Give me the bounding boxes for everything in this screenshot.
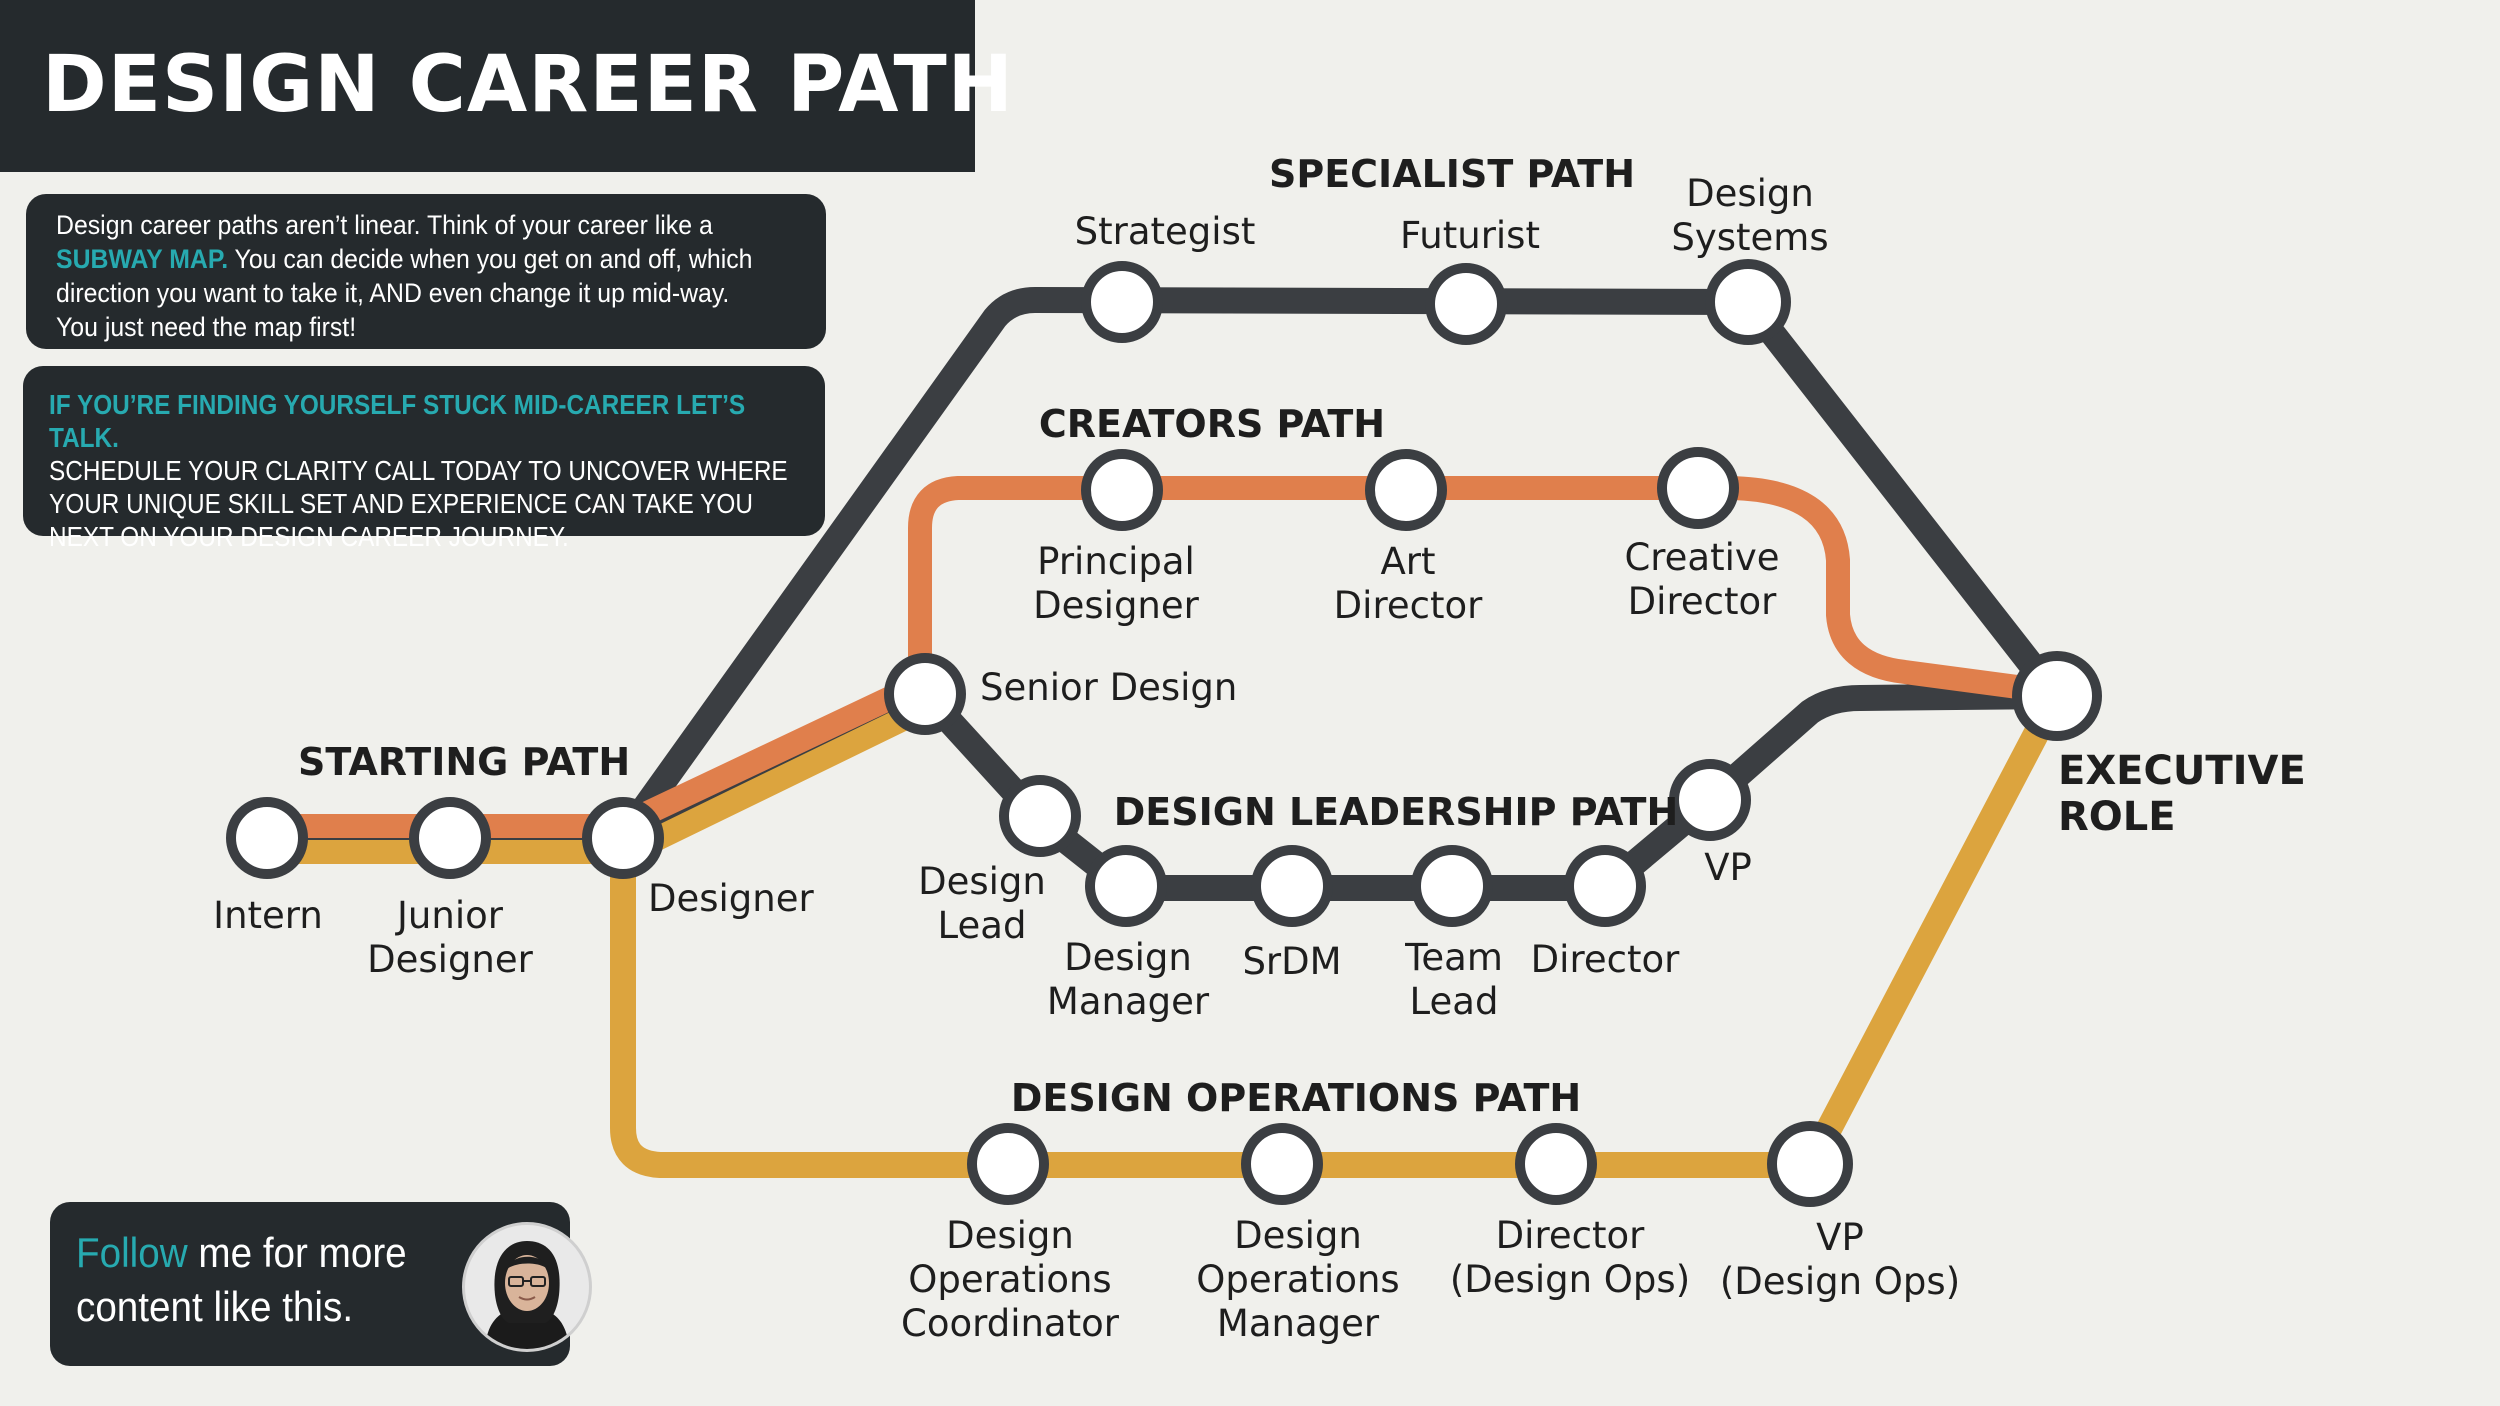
station-label-ops-vp: VP (Design Ops) [1719, 1216, 1961, 1303]
leadership-path-title: DESIGN LEADERSHIP PATH [1113, 790, 1679, 834]
starting-path-title: STARTING PATH [298, 740, 631, 784]
station-futurist [1425, 263, 1507, 345]
station-label-ops-director: Director (Design Ops) [1449, 1214, 1691, 1301]
station-director [1564, 845, 1646, 927]
station-label-junior-designer: Junior Designer [367, 894, 533, 981]
station-label-ops-coordinator: Design Operations Coordinator [901, 1214, 1119, 1345]
title-banner: DESIGN CAREER PATH [0, 0, 1013, 172]
follow-highlight: Follow [76, 1229, 188, 1276]
station-ops-coordinator [967, 1123, 1049, 1205]
person-photo-icon[interactable] [462, 1222, 592, 1352]
station-label-vp: VP [1704, 846, 1752, 889]
station-label-design-manager: Design Manager [1046, 936, 1210, 1023]
station-junior-designer [409, 797, 491, 879]
station-design-systems [1705, 259, 1791, 345]
station-intern [226, 797, 308, 879]
station-design-manager [1085, 845, 1167, 927]
follow-text-1: me for more [187, 1229, 407, 1276]
follow-card[interactable]: Follow me for more content like this. [50, 1202, 592, 1366]
station-label-strategist: Strategist [1074, 210, 1256, 253]
stations [226, 259, 2102, 1207]
station-vp [1669, 759, 1751, 841]
specialist-line [610, 287, 2068, 851]
specialist-path-title: SPECIALIST PATH [1268, 152, 1636, 196]
creators-line [255, 476, 2067, 838]
cta-card: IF YOU’RE FINDING YOURSELF STUCK MID-CAR… [23, 366, 825, 552]
station-label-design-systems: Design Systems [1671, 172, 1829, 259]
page-title: DESIGN CAREER PATH [42, 40, 1014, 130]
station-label-ops-manager: Design Operations Manager [1196, 1214, 1400, 1345]
intro-highlight: SUBWAY MAP. [56, 244, 229, 274]
station-executive-role [2012, 651, 2102, 741]
station-design-lead [999, 775, 1081, 857]
station-label-director: Director [1530, 938, 1680, 981]
station-label-executive-role: EXECUTIVE ROLE [2058, 748, 2306, 840]
station-senior-design [884, 653, 966, 735]
station-ops-manager [1241, 1123, 1323, 1205]
station-art-director [1365, 449, 1447, 531]
intro-text-3: You just need the map first! [56, 312, 357, 342]
cta-headline: IF YOU’RE FINDING YOURSELF STUCK MID-CAR… [49, 389, 746, 453]
operations-path-title: DESIGN OPERATIONS PATH [1010, 1076, 1582, 1120]
intro-text-2: You can decide when you get on and off, … [56, 244, 753, 308]
station-label-design-lead: Design Lead [918, 860, 1046, 947]
station-label-creative-director: Creative Director [1624, 536, 1780, 623]
follow-text: Follow me for more content like this. [76, 1226, 426, 1334]
cta-text: IF YOU’RE FINDING YOURSELF STUCK MID-CAR… [49, 388, 815, 553]
station-ops-director [1515, 1123, 1597, 1205]
intro-card: Design career paths aren’t linear. Think… [26, 194, 826, 349]
station-strategist [1081, 261, 1163, 343]
station-ops-vp [1767, 1121, 1853, 1207]
intro-text: Design career paths aren’t linear. Think… [56, 208, 810, 344]
station-label-intern: Intern [213, 894, 323, 937]
station-label-designer: Designer [648, 877, 814, 920]
station-label-principal-designer: Principal Designer [1033, 540, 1199, 627]
station-srdm [1251, 845, 1333, 927]
avatar-drawing [485, 1241, 569, 1349]
station-designer [582, 797, 664, 879]
station-team-lead [1411, 845, 1493, 927]
cta-body: SCHEDULE YOUR CLARITY CALL TODAY TO UNCO… [49, 455, 788, 552]
creators-path-title: CREATORS PATH [1038, 402, 1386, 446]
station-label-senior-design: Senior Design [980, 666, 1238, 709]
station-label-team-lead: Team Lead [1405, 936, 1503, 1023]
operations-line-lower [610, 685, 2068, 1178]
station-label-futurist: Futurist [1400, 214, 1540, 257]
intro-text-1: Design career paths aren’t linear. Think… [56, 210, 713, 240]
station-label-art-director: Art Director [1333, 540, 1483, 627]
follow-text-2: content like this. [76, 1283, 354, 1330]
station-creative-director [1657, 447, 1739, 529]
station-principal-designer [1081, 449, 1163, 531]
station-label-srdm: SrDM [1242, 940, 1342, 983]
